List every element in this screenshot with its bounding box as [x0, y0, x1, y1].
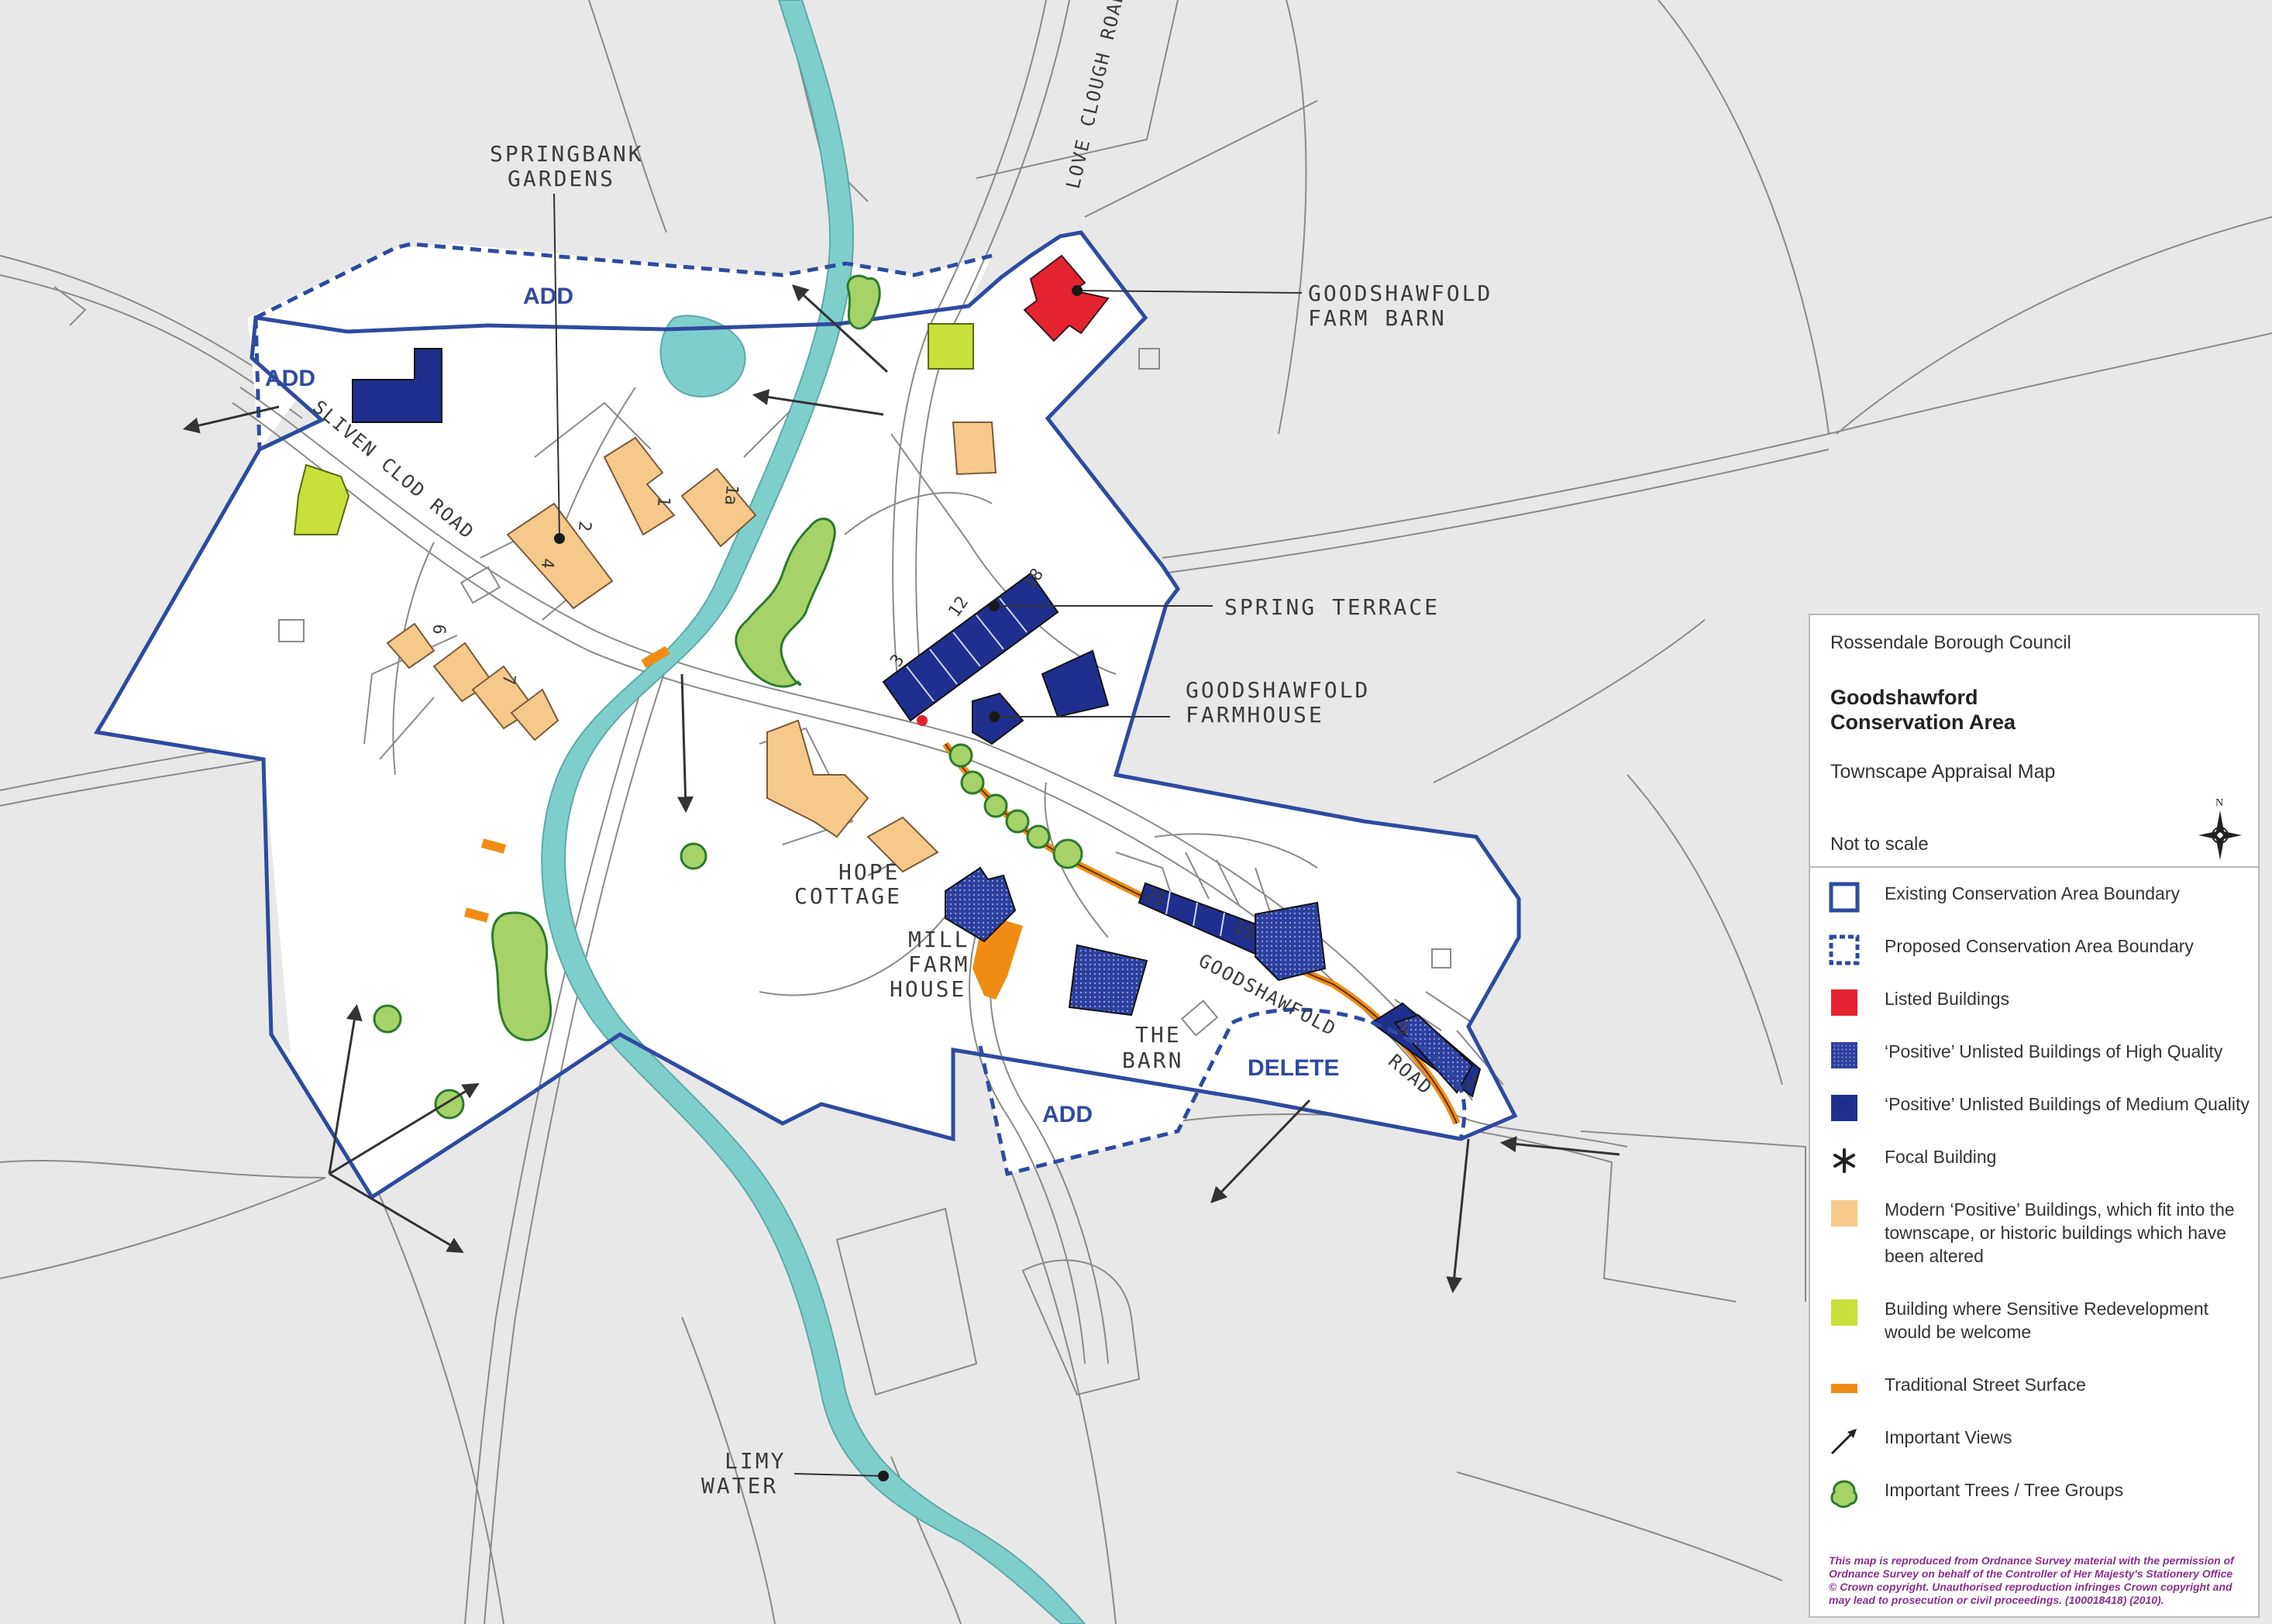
map-title-line1: Goodshawford: [1830, 686, 1978, 709]
focal-point: [917, 715, 928, 726]
house-number: 1: [653, 495, 673, 507]
label-springbank: SPRINGBANK: [490, 141, 644, 167]
important-view-arrows: [182, 284, 1620, 1294]
tree-icon: [1830, 1480, 1858, 1509]
label-hope-cottage-2: COTTAGE: [794, 883, 902, 909]
legend-label: Modern ‘Positive’ Buildings, which fit i…: [1885, 1199, 2235, 1266]
legend-label: Listed Buildings: [1885, 989, 2010, 1009]
legend-label: Important Views: [1885, 1427, 2012, 1447]
label-limy-water: LIMY: [725, 1448, 786, 1474]
label-farm-barn-2: FARM BARN: [1308, 305, 1447, 331]
legend-list: Existing Conservation Area Boundary Prop…: [1810, 868, 2258, 1509]
copyright-notice: This map is reproduced from Ordnance Sur…: [1829, 1554, 2234, 1606]
map-subtitle: Townscape Appraisal Map: [1830, 761, 2056, 783]
legend-label: Important Trees / Tree Groups: [1885, 1480, 2124, 1500]
legend-header: Rossendale Borough Council Goodshawford …: [1810, 615, 2258, 868]
dark-blue-square-icon: [1831, 1095, 1857, 1121]
legend-label: ‘Positive’ Unlisted Buildings of Medium …: [1885, 1094, 2250, 1114]
label-farm-barn: GOODSHAWFOLD: [1308, 280, 1492, 306]
label-add-south: ADD: [1042, 1102, 1093, 1127]
map-title: Goodshawford Conservation Area: [1830, 685, 2238, 735]
map-text: SPRINGBANK GARDENS GOODSHAWFOLD FARM BAR…: [265, 0, 1492, 1498]
label-springbank-2: GARDENS: [508, 166, 615, 191]
legend-label: Traditional Street Surface: [1885, 1375, 2086, 1395]
organisation-name: Rossendale Borough Council: [1830, 632, 2071, 653]
conservation-area: [97, 232, 1519, 1197]
label-farmhouse: GOODSHAWFOLD: [1186, 677, 1370, 703]
redevelopment-buildings[interactable]: [293, 323, 974, 535]
existing-boundary: [93, 230, 1521, 1200]
legend-label: Focal Building: [1885, 1147, 1997, 1167]
proposed-boundaries: [253, 242, 1467, 1177]
red-square-icon: [1831, 989, 1857, 1016]
legend-label: Existing Conservation Area Boundary: [1885, 883, 2180, 903]
legend-item-focal-building: Focal Building: [1810, 1145, 2258, 1173]
map-title-line2: Conservation Area: [1830, 710, 2016, 734]
legend-item-medium-quality: ‘Positive’ Unlisted Buildings of Medium …: [1810, 1092, 2258, 1121]
pond: [659, 315, 746, 397]
compass-letter: N: [2215, 797, 2223, 809]
label-mill-farm-2: FARM: [908, 951, 969, 977]
legend-label: Building where Sensitive Redevelopment w…: [1885, 1299, 2209, 1342]
label-add-west: ADD: [265, 366, 315, 391]
orange-bar-icon: [1831, 1384, 1857, 1393]
legend-item-street-surface: Traditional Street Surface: [1810, 1373, 2258, 1396]
north-arrow-icon: N: [2198, 797, 2242, 860]
legend-label: ‘Positive’ Unlisted Buildings of High Qu…: [1885, 1041, 2223, 1061]
lime-square-icon: [1831, 1299, 1857, 1326]
listed-building-farm-barn[interactable]: [1023, 254, 1110, 342]
label-farmhouse-2: FARMHOUSE: [1186, 702, 1324, 728]
label-spring-terrace: SPRING TERRACE: [1224, 594, 1440, 620]
legend-label: Proposed Conservation Area Boundary: [1885, 936, 2194, 956]
house-number: 2: [574, 520, 594, 532]
label-mill-farm-3: HOUSE: [890, 976, 966, 1002]
house-number: 4: [537, 557, 557, 569]
dotted-blue-square-icon: [1831, 1042, 1857, 1068]
label-mill-farm: MILL: [908, 927, 969, 952]
legend-item-proposed-boundary: Proposed Conservation Area Boundary: [1810, 934, 2258, 965]
legend-item-redevelopment: Building where Sensitive Redevelopment w…: [1810, 1297, 2258, 1344]
important-trees[interactable]: [373, 274, 1083, 1120]
label-delete: DELETE: [1248, 1055, 1339, 1081]
legend-item-trees: Important Trees / Tree Groups: [1810, 1478, 2258, 1509]
arrow-icon: [1830, 1429, 1857, 1455]
solid-square-icon: [1829, 882, 1860, 913]
leader-lines: [553, 193, 1303, 1477]
dashed-square-icon: [1829, 934, 1860, 965]
house-number: 6: [429, 623, 449, 635]
map-legend: Rossendale Borough Council Goodshawford …: [1809, 614, 2260, 1618]
asterisk-icon: [1833, 1148, 1855, 1173]
terrace-dividers: [906, 597, 1225, 937]
legend-item-listed: Listed Buildings: [1810, 987, 2258, 1016]
house-number: 7: [498, 673, 518, 685]
legend-item-existing-boundary: Existing Conservation Area Boundary: [1810, 882, 2258, 913]
leader-dots: [554, 285, 1083, 1481]
house-number: 1a: [721, 483, 742, 506]
label-add-north: ADD: [523, 284, 573, 309]
label-hope-cottage: HOPE: [838, 859, 900, 885]
tan-square-icon: [1831, 1200, 1857, 1227]
legend-item-high-quality: ‘Positive’ Unlisted Buildings of High Qu…: [1810, 1040, 2258, 1068]
legend-item-important-views: Important Views: [1810, 1426, 2258, 1455]
modern-positive-buildings[interactable]: [386, 421, 997, 873]
label-the-barn: THE: [1135, 1022, 1182, 1048]
label-limy-water-2: WATER: [701, 1473, 778, 1498]
legend-item-modern-positive: Modern ‘Positive’ Buildings, which fit i…: [1810, 1198, 2258, 1268]
label-the-barn-2: BARN: [1122, 1048, 1183, 1073]
scale-note: Not to scale: [1830, 834, 1929, 855]
